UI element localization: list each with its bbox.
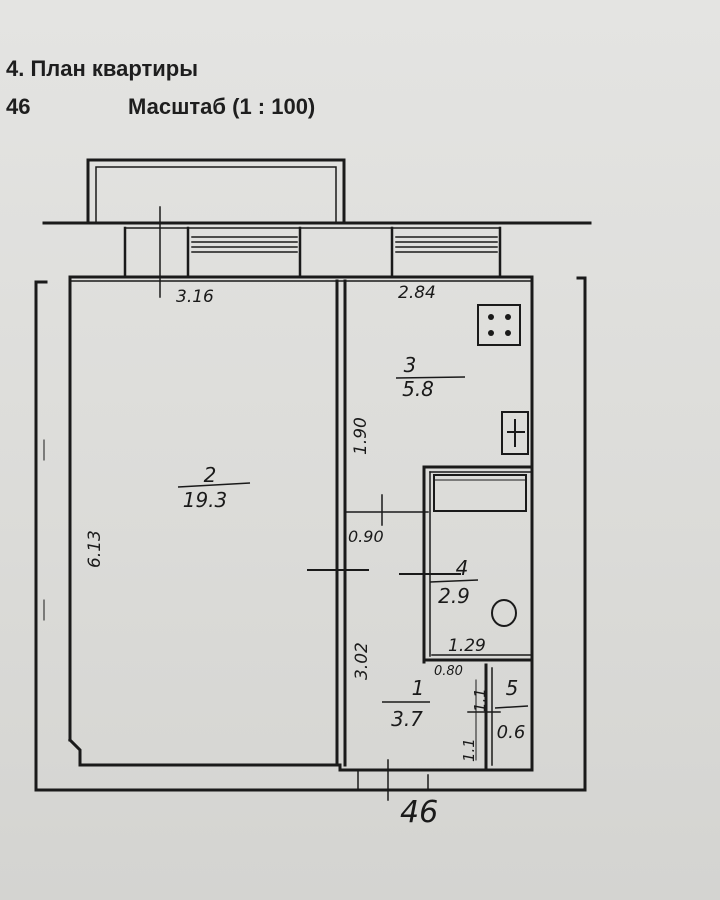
room-3-area: 5.8	[402, 377, 434, 401]
washbasin-icon	[491, 599, 517, 627]
room-2-number: 2	[204, 463, 217, 487]
dim-wc-length: 1.1	[460, 738, 478, 762]
room-4-label: 4 2.9	[429, 556, 479, 608]
plan-title: 4. План квартиры	[6, 56, 199, 81]
room-5-number: 5	[506, 676, 519, 700]
dim-wc-width: 1.1	[471, 688, 489, 712]
window-room-2	[191, 236, 298, 253]
window-kitchen	[395, 236, 498, 253]
plan-number: 46	[6, 94, 31, 119]
apartment-outline	[67, 275, 534, 772]
room-4-area: 2.9	[438, 584, 470, 608]
room-2-area: 19.3	[183, 488, 228, 512]
room-3-number: 3	[404, 353, 417, 377]
dim-kitchen-width: 2.84	[398, 283, 436, 303]
balcony	[86, 158, 346, 224]
outer-walls	[34, 276, 587, 801]
room-4-number: 4	[456, 556, 469, 580]
hall-partitions	[344, 465, 534, 772]
dim-kitchen-depth: 1.90	[351, 417, 371, 455]
room-1-area: 3.7	[391, 707, 423, 731]
room-2-label: 2 19.3	[177, 463, 251, 512]
facade-wall	[42, 206, 592, 298]
dim-bath-width: 1.29	[448, 636, 486, 656]
room-5-area: 0.6	[497, 722, 526, 743]
partition-wall	[307, 279, 369, 767]
dim-door-width: 0.90	[348, 527, 384, 546]
dim-bath-door: 0.80	[434, 664, 463, 679]
room-3-label: 3 5.8	[395, 353, 466, 401]
room-1-number: 1	[412, 676, 425, 700]
bathtub-icon	[433, 474, 527, 512]
stove-icon	[477, 304, 521, 346]
room-5-label: 5 0.6	[494, 676, 529, 743]
kitchen-sink-icon	[501, 411, 529, 455]
dim-room2-width: 3.16	[176, 287, 214, 307]
footer-number: 46	[400, 795, 438, 830]
dim-room2-length: 6.13	[85, 530, 105, 568]
dim-hall-length: 3.02	[352, 642, 372, 680]
room-1-label: 1 3.7	[382, 676, 430, 731]
scale-label: Масштаб (1 : 100)	[128, 94, 316, 119]
